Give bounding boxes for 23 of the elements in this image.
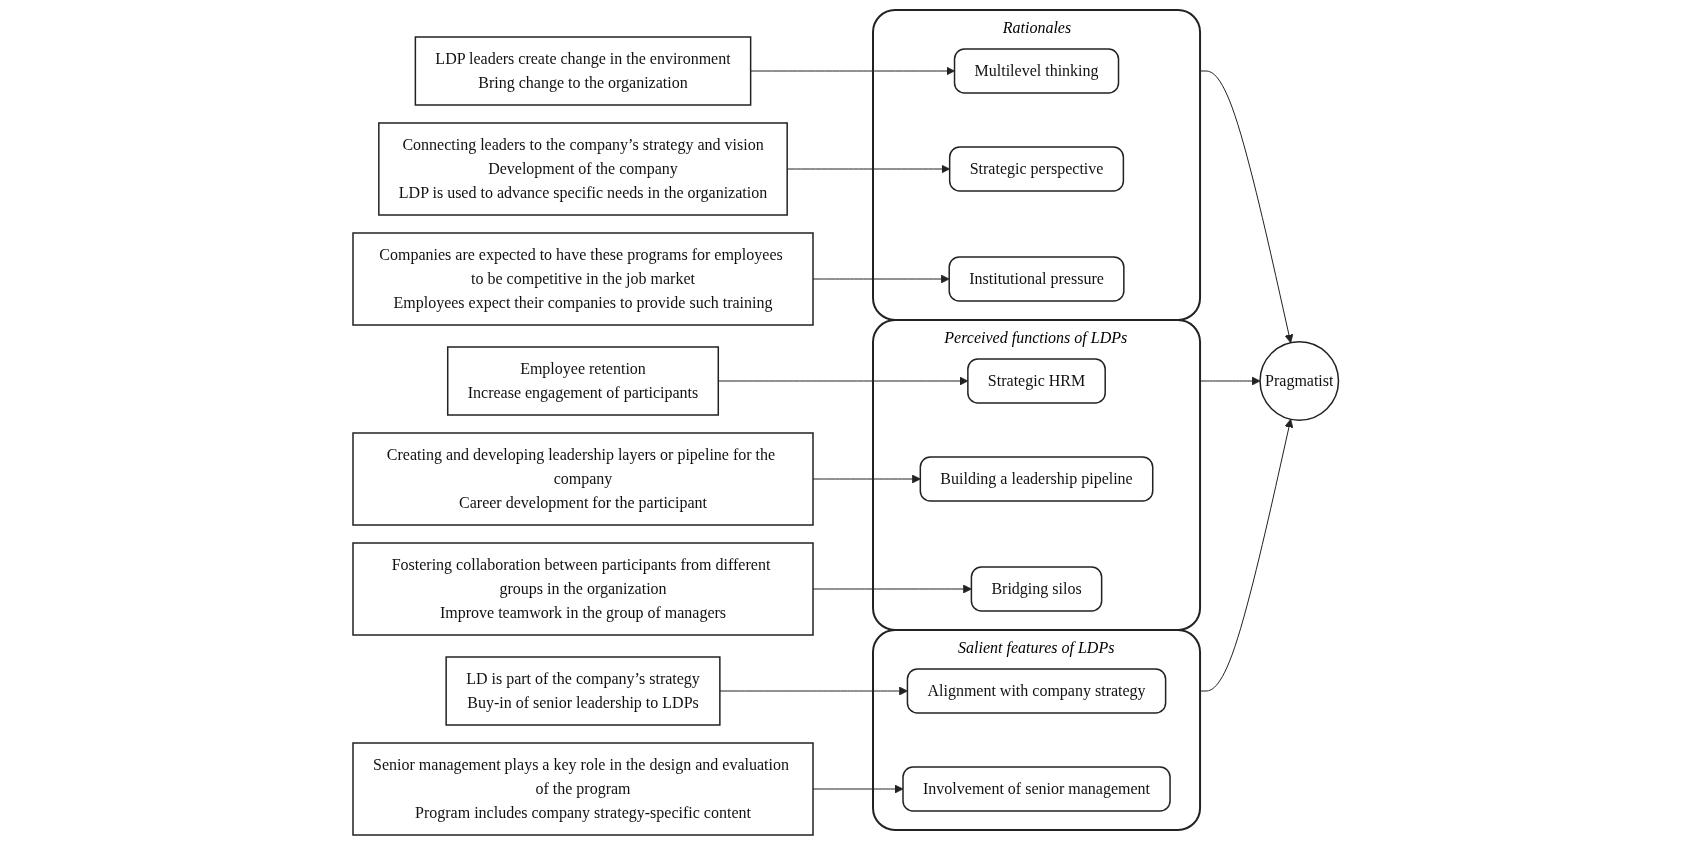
arrow	[1199, 418, 1294, 691]
node-box: Strategic HRM	[966, 357, 1106, 404]
arrow	[812, 584, 972, 593]
node-circle: Pragmatist	[1259, 340, 1339, 421]
node-box: Multilevel thinking	[953, 47, 1119, 94]
arrow	[812, 474, 921, 483]
node-box: Senior management plays a key role in the design and evaluation of the program Program includes company strategy-specific content	[352, 741, 814, 836]
arrow	[786, 164, 950, 173]
node-box: LDP leaders create change in the environment Bring change to the organization	[414, 35, 752, 106]
node-box: Companies are expected to have these programs for employees to be competitive in the job market Employees expect their companies to provide such training	[352, 231, 814, 326]
node-box: LD is part of the company’s strategy Buy-in of senior leadership to LDPs	[445, 655, 721, 726]
node-box: Building a leadership pipeline	[919, 455, 1154, 502]
node-box: Employee retention Increase engagement of participants	[446, 345, 719, 416]
node-box: Alignment with company strategy	[906, 667, 1167, 714]
arrow	[719, 686, 908, 695]
node-box: Involvement of senior management	[902, 765, 1171, 812]
node-box: Fostering collaboration between participants from different groups in the organization Improve teamwork in the group of managers	[352, 541, 814, 636]
node-box: Creating and developing leadership layers or pipeline for the company Career development for the participant	[352, 431, 814, 526]
node-box: Institutional pressure	[948, 255, 1125, 302]
node-box: Bridging silos	[970, 565, 1103, 612]
arrow	[1199, 70, 1294, 343]
node-box: Connecting leaders to the company’s strategy and vision Development of the company LDP is used to advance specific needs in the organization	[377, 121, 788, 216]
node-box: Strategic perspective	[948, 145, 1124, 192]
